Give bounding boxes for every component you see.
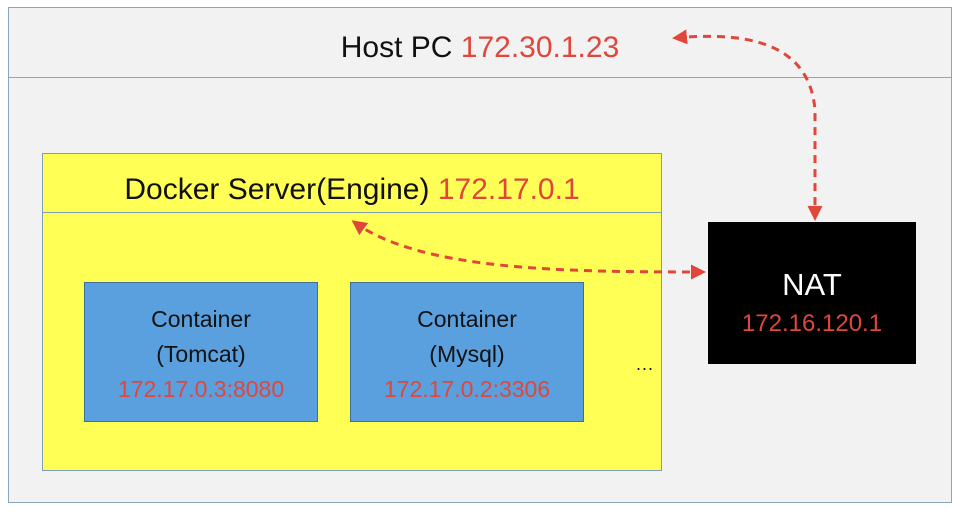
container-address: 172.17.0.3:8080	[117, 376, 285, 402]
host-pc-header: Host PC 172.30.1.23	[9, 8, 951, 78]
docker-server-ip: 172.17.0.1	[437, 173, 580, 206]
host-pc-ip: 172.30.1.23	[460, 31, 620, 64]
container-tomcat: Container (Tomcat) 172.17.0.3:8080	[84, 282, 318, 422]
container-address: 172.17.0.2:3306	[383, 376, 551, 402]
container-title: Container	[417, 306, 517, 332]
nat-box: NAT 172.16.120.1	[708, 222, 916, 364]
more-containers-indicator: ...	[636, 354, 655, 374]
nat-label: NAT	[782, 267, 842, 302]
container-name: (Mysql)	[429, 341, 505, 367]
docker-server-label: Docker Server(Engine)	[124, 173, 430, 206]
container-name: (Tomcat)	[156, 341, 246, 367]
host-pc-label: Host PC	[340, 31, 453, 64]
nat-ip: 172.16.120.1	[741, 310, 883, 337]
host-pc-title: Host PC 172.30.1.23	[9, 30, 951, 66]
docker-server-header: Docker Server(Engine) 172.17.0.1	[43, 154, 661, 213]
container-title: Container	[151, 306, 251, 332]
container-mysql: Container (Mysql) 172.17.0.2:3306	[350, 282, 584, 422]
docker-server-title: Docker Server(Engine) 172.17.0.1	[43, 172, 661, 208]
